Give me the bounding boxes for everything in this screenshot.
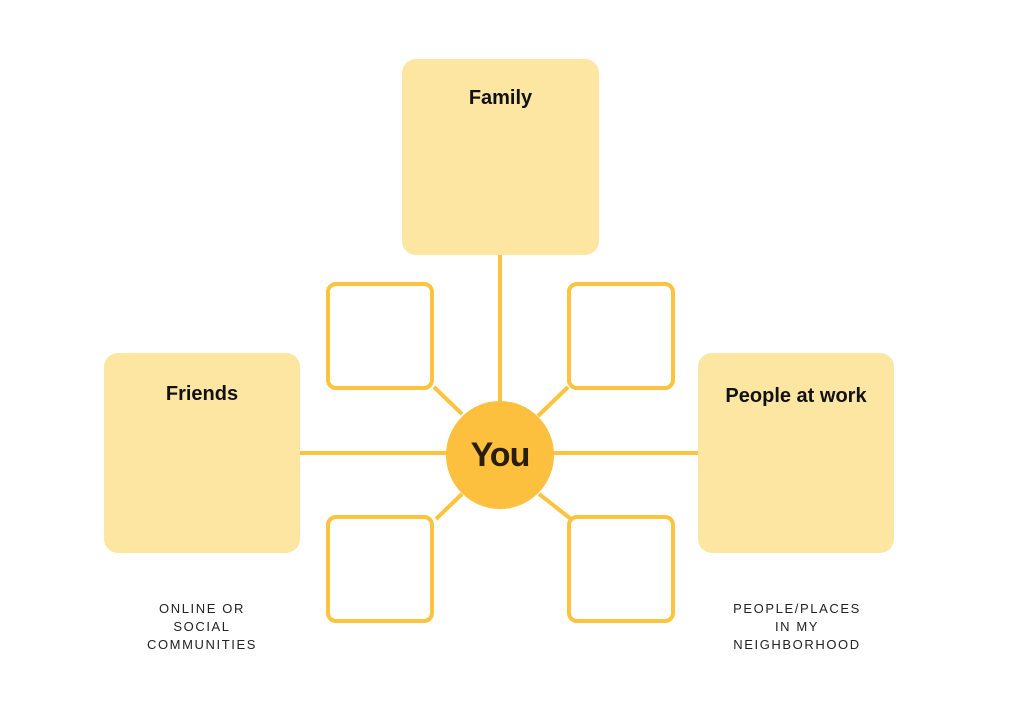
caption-line: SOCIAL bbox=[173, 619, 231, 634]
friends-box: Friends bbox=[104, 353, 300, 553]
empty-box-bottom-left bbox=[326, 515, 434, 623]
caption-line: ONLINE OR bbox=[159, 601, 245, 616]
family-label: Family bbox=[468, 87, 533, 109]
empty-box-top-left bbox=[326, 282, 434, 390]
caption-line: IN MY bbox=[774, 619, 820, 634]
empty-box-bottom-right bbox=[567, 515, 675, 623]
you-label: You bbox=[470, 435, 531, 474]
work-box: People at work bbox=[698, 353, 894, 553]
family-box: Family bbox=[402, 59, 599, 255]
work-label: People at work bbox=[725, 385, 867, 407]
connector-bottom-right bbox=[537, 492, 573, 521]
caption-line: NEIGHBORHOOD bbox=[733, 637, 861, 652]
caption-line: COMMUNITIES bbox=[146, 637, 258, 652]
empty-box-top-right bbox=[567, 282, 675, 390]
friends-label: Friends bbox=[165, 383, 239, 405]
you-circle: You bbox=[446, 401, 554, 509]
connector-top-right bbox=[536, 385, 570, 418]
caption-line: PEOPLE/PLACES bbox=[733, 601, 861, 616]
caption-online-communities: ONLINE OR SOCIAL COMMUNITIES bbox=[102, 600, 302, 654]
connector-bottom-left bbox=[434, 492, 464, 521]
connector-top-left bbox=[432, 385, 464, 416]
caption-neighborhood: PEOPLE/PLACES IN MY NEIGHBORHOOD bbox=[697, 600, 897, 654]
